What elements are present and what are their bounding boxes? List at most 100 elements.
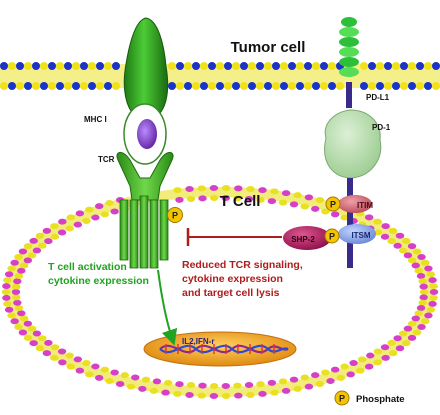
lipid-head <box>32 247 42 254</box>
lipid-head <box>264 82 272 90</box>
lipid-head <box>320 82 328 90</box>
lipid-head <box>408 62 416 70</box>
lipid-head <box>234 185 243 192</box>
lipid-head <box>300 203 309 210</box>
lipid-head <box>198 195 207 202</box>
lipid-head <box>402 237 411 244</box>
lipid-head <box>192 62 200 70</box>
lipid-head <box>57 229 67 236</box>
lipid-head <box>42 227 52 234</box>
shp-2-body <box>283 226 331 250</box>
lipid-head <box>424 62 432 70</box>
lipid-head <box>304 82 312 90</box>
lipid-head <box>428 300 437 307</box>
lipid-head <box>246 186 255 193</box>
lipid-head <box>373 359 382 366</box>
lipid-head <box>270 188 279 195</box>
svg-text:P: P <box>329 232 335 242</box>
nucleus-body <box>143 331 297 367</box>
lipid-head <box>320 62 328 70</box>
lipid-head <box>240 62 248 70</box>
lipid-head <box>58 359 67 366</box>
lipid-head <box>126 383 136 390</box>
lipid-head <box>417 323 426 330</box>
lipid-head <box>23 320 33 327</box>
lipid-head <box>395 345 405 352</box>
lipid-head <box>91 214 100 221</box>
lipid-head <box>216 62 224 70</box>
lipid-head <box>13 299 22 306</box>
lipid-head <box>14 254 23 261</box>
lipid-head <box>388 227 398 234</box>
lipid-head <box>73 221 83 228</box>
inhibition-line-1: Reduced TCR signaling, <box>182 259 303 271</box>
lipid-head <box>115 380 125 387</box>
lipid-head <box>208 62 216 70</box>
lipid-head <box>66 214 76 221</box>
lipid-head <box>168 62 176 70</box>
lipid-head <box>403 325 413 332</box>
lipid-head <box>270 389 279 396</box>
lipid-head <box>336 374 345 381</box>
lipid-head <box>402 340 411 347</box>
lipid-head <box>398 330 408 337</box>
lipid-head <box>42 350 52 357</box>
lipid-head <box>4 306 14 313</box>
lipid-head <box>417 254 426 261</box>
lipid-head <box>267 379 277 386</box>
lipid-head <box>221 382 231 389</box>
lipid-head <box>56 62 64 70</box>
lipid-head <box>393 335 402 342</box>
lipid-head <box>418 278 427 285</box>
lipid-head <box>85 371 94 378</box>
lipid-head <box>388 350 398 357</box>
lipid-head <box>14 305 24 312</box>
lipid-head <box>376 82 384 90</box>
lipid-head <box>14 323 23 330</box>
lipid-head <box>175 196 184 203</box>
pd-l1-domains <box>339 17 359 77</box>
lipid-head <box>186 195 196 202</box>
mhc-class-i <box>123 17 169 165</box>
lipid-head <box>395 232 405 239</box>
lipid-head <box>419 283 428 290</box>
lipid-head <box>421 318 430 325</box>
lipid-head <box>16 82 24 90</box>
lipid-head <box>35 345 45 352</box>
lipid-head <box>44 339 53 346</box>
activation-line-1: T cell activation <box>48 261 127 273</box>
lipid-head <box>407 320 417 327</box>
lipid-head <box>27 325 37 332</box>
pd-l1-stalk <box>346 82 352 108</box>
lipid-head <box>411 315 420 322</box>
lipid-head <box>429 294 438 301</box>
inhibition-arrow <box>186 228 282 246</box>
lipid-head <box>315 197 325 204</box>
lipid-head <box>100 366 110 373</box>
lipid-head <box>216 82 224 90</box>
lipid-head <box>10 318 19 325</box>
lipid-head <box>138 385 147 392</box>
lipid-head <box>38 242 47 249</box>
lipid-head <box>321 369 330 376</box>
pd-l1-label: PD-L1 <box>366 93 390 102</box>
lipid-head <box>82 217 91 224</box>
lipid-head <box>95 374 104 381</box>
lipid-head <box>280 62 288 70</box>
lipid-head <box>85 206 94 213</box>
lipid-head <box>96 62 104 70</box>
lipid-head <box>357 356 367 363</box>
lipid-head <box>328 82 336 90</box>
lipid-head <box>424 312 433 319</box>
lipid-head <box>416 272 426 279</box>
pd-1: ITIM ITSM <box>324 109 382 268</box>
lipid-head <box>278 378 288 385</box>
lipid-head <box>200 82 208 90</box>
lipid-head <box>0 82 8 90</box>
lipid-head <box>256 381 265 388</box>
lipid-head <box>80 82 88 90</box>
itsm-motif <box>338 224 376 244</box>
lipid-head <box>50 223 59 230</box>
lipid-head <box>416 305 426 312</box>
pd-l1-bead <box>341 17 357 27</box>
